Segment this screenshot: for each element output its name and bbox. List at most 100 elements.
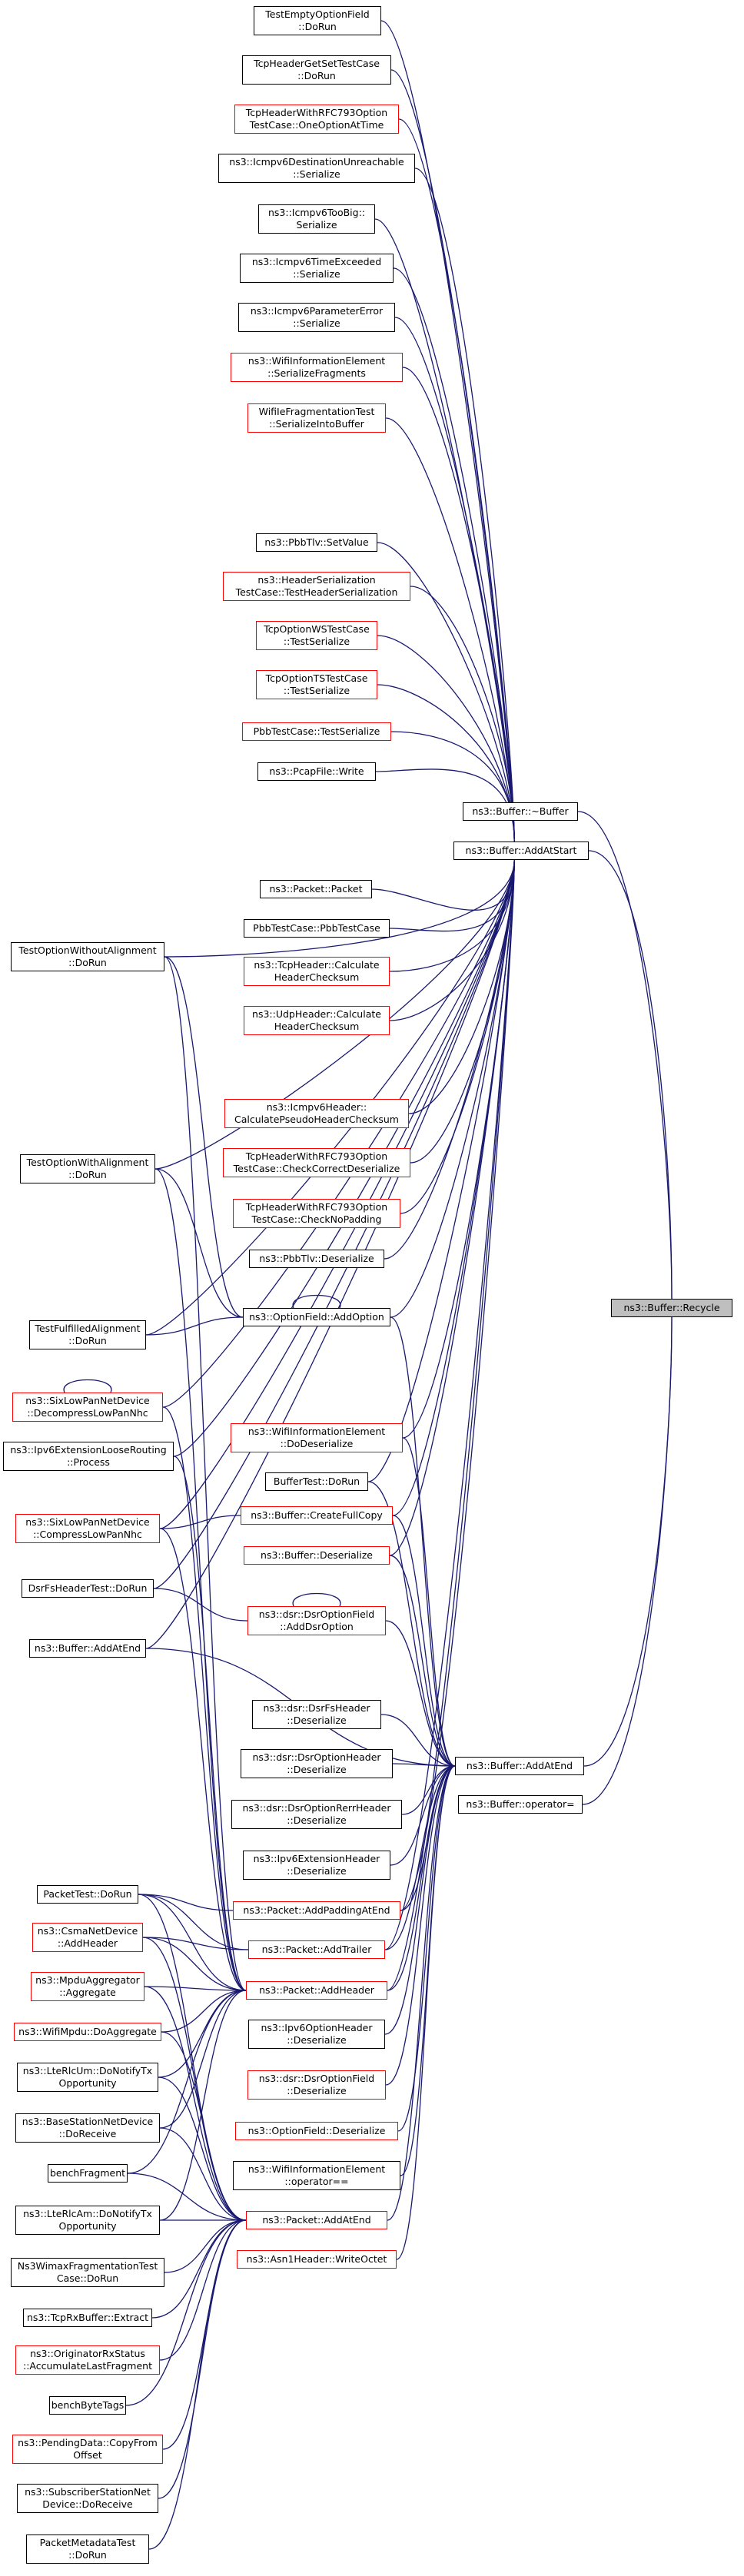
graph-node[interactable]: PacketMetadataTest::DoRun <box>26 2535 149 2564</box>
graph-node[interactable]: ns3::Icmpv6Header::CalculatePseudoHeader… <box>224 1099 409 1128</box>
graph-node[interactable]: ns3::Icmpv6DestinationUnreachable::Seria… <box>218 154 415 183</box>
graph-edge <box>384 859 515 1260</box>
graph-node[interactable]: ns3::PbbTlv::Deserialize <box>249 1250 384 1268</box>
graph-edge <box>384 1765 456 2035</box>
graph-edge <box>380 1714 456 1767</box>
graph-edge <box>158 1990 247 2078</box>
graph-node[interactable]: TestOptionWithAlignment::DoRun <box>20 1154 155 1183</box>
graph-node[interactable]: ns3::Buffer::CreateFullCopy <box>241 1506 393 1525</box>
graph-edge <box>389 859 515 972</box>
graph-node[interactable]: ns3::MpduAggregator::Aggregate <box>31 1972 144 2001</box>
graph-node[interactable]: benchFragment <box>48 2164 128 2183</box>
graph-edge <box>142 1937 247 1991</box>
graph-node[interactable]: TestFulfilledAlignment::DoRun <box>29 1320 146 1349</box>
graph-edge <box>384 859 515 1950</box>
graph-node[interactable]: ns3::OptionField::AddOption <box>243 1308 390 1326</box>
graph-node[interactable]: ns3::SixLowPanNetDevice::DecompressLowPa… <box>12 1393 163 1422</box>
graph-node[interactable]: TestOptionWithoutAlignment::DoRun <box>11 942 164 971</box>
graph-node[interactable]: ns3::Ipv6ExtensionHeader::Deserialize <box>243 1851 390 1880</box>
graph-node[interactable]: ns3::Buffer::AddAtStart <box>453 842 589 860</box>
graph-node-focus[interactable]: ns3::Buffer::Recycle <box>611 1299 732 1317</box>
graph-node[interactable]: PacketTest::DoRun <box>37 1885 138 1904</box>
graph-node[interactable]: TcpHeaderGetSetTestCase::DoRun <box>242 55 391 85</box>
graph-node[interactable]: ns3::WifiInformationElement::operator== <box>233 2161 400 2190</box>
graph-node[interactable]: ns3::Packet::Packet <box>260 880 372 898</box>
graph-edge <box>377 542 515 842</box>
graph-node[interactable]: benchByteTags <box>49 2396 126 2415</box>
graph-edge <box>384 1765 456 1950</box>
graph-node[interactable]: ns3::Asn1Header::WriteOctet <box>237 2250 397 2269</box>
graph-edge <box>125 2219 247 2406</box>
graph-node[interactable]: ns3::dsr::DsrOptionHeader::Deserialize <box>241 1749 393 1778</box>
graph-node[interactable]: TestEmptyOptionField::DoRun <box>254 6 381 35</box>
graph-node[interactable]: ns3::CsmaNetDevice::AddHeader <box>32 1923 143 1952</box>
graph-node[interactable]: ns3::Icmpv6TooBig::Serialize <box>258 204 375 234</box>
graph-node[interactable]: TcpOptionTSTestCase::TestSerialize <box>256 670 377 699</box>
graph-node[interactable]: ns3::OriginatorRxStatus::AccumulateLastF… <box>15 2345 160 2375</box>
graph-edge <box>390 731 515 842</box>
graph-node[interactable]: BufferTest::DoRun <box>265 1472 368 1491</box>
graph-node[interactable]: WifiIeFragmentationTest::SerializeIntoBu… <box>247 403 386 433</box>
graph-edge <box>154 1168 244 1318</box>
graph-node[interactable]: ns3::Packet::AddAtEnd <box>246 2211 387 2229</box>
graph-edge <box>144 1986 247 2221</box>
graph-node[interactable]: ns3::Icmpv6TimeExceeded::Serialize <box>240 254 394 283</box>
graph-node[interactable]: ns3::WifiInformationElement::SerializeFr… <box>231 353 403 382</box>
graph-node[interactable]: DsrFsHeaderTest::DoRun <box>22 1579 154 1598</box>
graph-node[interactable]: ns3::WifiMpdu::DoAggregate <box>14 2023 161 2041</box>
graph-node[interactable]: PbbTestCase::TestSerialize <box>242 722 391 741</box>
graph-edge <box>145 859 515 1649</box>
graph-edge <box>396 1765 456 2260</box>
graph-node[interactable]: ns3::BaseStationNetDevice::DoReceive <box>15 2113 160 2143</box>
graph-node[interactable]: ns3::dsr::DsrFsHeader::Deserialize <box>252 1700 381 1729</box>
graph-edge <box>387 859 515 1991</box>
graph-node[interactable]: ns3::Buffer::operator= <box>458 1795 583 1814</box>
graph-edge <box>164 956 247 1991</box>
graph-node[interactable]: ns3::Buffer::AddAtEnd <box>29 1639 146 1658</box>
graph-node[interactable]: ns3::SixLowPanNetDevice::CompressLowPanN… <box>15 1514 160 1543</box>
graph-node[interactable]: ns3::dsr::DsrOptionField::Deserialize <box>247 2070 386 2100</box>
graph-node[interactable]: ns3::Ipv6ExtensionLooseRouting::Process <box>3 1442 174 1471</box>
graph-edge <box>142 1937 249 1950</box>
graph-node[interactable]: ns3::WifiInformationElement::DoDeseriali… <box>231 1423 403 1452</box>
graph-edge <box>159 1990 247 2221</box>
graph-node[interactable]: ns3::Packet::AddTrailer <box>248 1940 385 1959</box>
graph-node[interactable]: ns3::Ipv6OptionHeader::Deserialize <box>248 2020 385 2049</box>
graph-node[interactable]: ns3::OptionField::Deserialize <box>235 2122 398 2140</box>
graph-node[interactable]: ns3::Icmpv6ParameterError::Serialize <box>238 303 395 332</box>
graph-edge <box>173 1456 247 1991</box>
graph-edge <box>582 1316 673 1805</box>
graph-node[interactable]: TcpOptionWSTestCase::TestSerialize <box>256 621 377 650</box>
graph-edge <box>390 1765 456 1866</box>
graph-edge <box>583 1316 673 1767</box>
graph-edge <box>402 859 515 1439</box>
graph-node[interactable]: ns3::Buffer::Deserialize <box>244 1546 390 1565</box>
graph-node[interactable]: ns3::TcpRxBuffer::Extract <box>23 2309 152 2327</box>
graph-edge <box>588 850 673 1300</box>
graph-node[interactable]: ns3::Packet::AddHeader <box>246 1981 387 2000</box>
graph-node[interactable]: ns3::Packet::AddPaddingAtEnd <box>233 1901 400 1920</box>
graph-edge <box>148 2219 247 2550</box>
graph-node[interactable]: ns3::dsr::DsrOptionField::AddDsrOption <box>247 1606 386 1635</box>
graph-edge <box>145 1316 244 1336</box>
graph-edge <box>397 1765 456 2132</box>
graph-node[interactable]: ns3::dsr::DsrOptionRerrHeader::Deseriali… <box>231 1800 402 1829</box>
graph-node[interactable]: ns3::Buffer::~Buffer <box>463 802 578 821</box>
graph-node[interactable]: ns3::PbbTlv::SetValue <box>256 533 377 552</box>
graph-node[interactable]: PbbTestCase::PbbTestCase <box>244 919 390 938</box>
graph-edge <box>162 2219 247 2450</box>
graph-node[interactable]: ns3::PcapFile::Write <box>257 762 376 781</box>
graph-edge <box>389 859 515 1556</box>
graph-node[interactable]: ns3::Buffer::AddAtEnd <box>455 1757 584 1775</box>
